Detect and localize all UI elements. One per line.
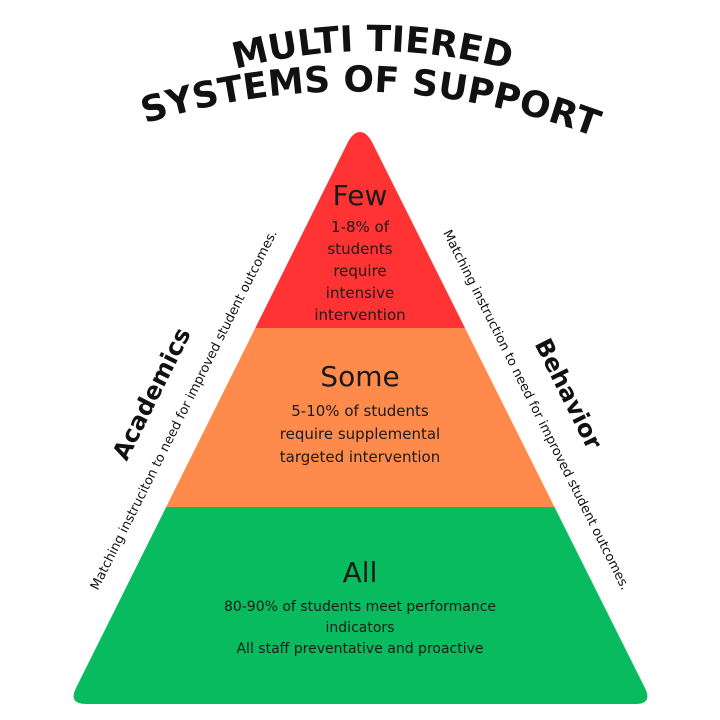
tier-all-heading: All: [343, 556, 378, 589]
title-line-2: SYSTEMS OF SUPPORT: [136, 59, 606, 145]
tier-all-band: [73, 507, 648, 704]
tier-some-line-3: targeted intervention: [280, 448, 440, 466]
tier-few-line-1: 1-8% of: [331, 218, 390, 236]
tier-few-line-2: students: [327, 240, 392, 258]
tier-all-line-3: All staff preventative and proactive: [236, 641, 483, 657]
tier-some-line-1: 5-10% of students: [291, 402, 429, 420]
tier-few-line-5: intervention: [314, 306, 405, 324]
tier-all-line-1: 80-90% of students meet performance: [224, 599, 496, 615]
tier-few-line-3: require: [333, 262, 386, 280]
tier-few-heading: Few: [333, 179, 388, 212]
tier-some-heading: Some: [320, 360, 399, 393]
tier-few-line-4: intensive: [326, 284, 394, 302]
tier-some-line-2: require supplemental: [280, 425, 440, 443]
tier-all-line-2: indicators: [326, 620, 395, 636]
